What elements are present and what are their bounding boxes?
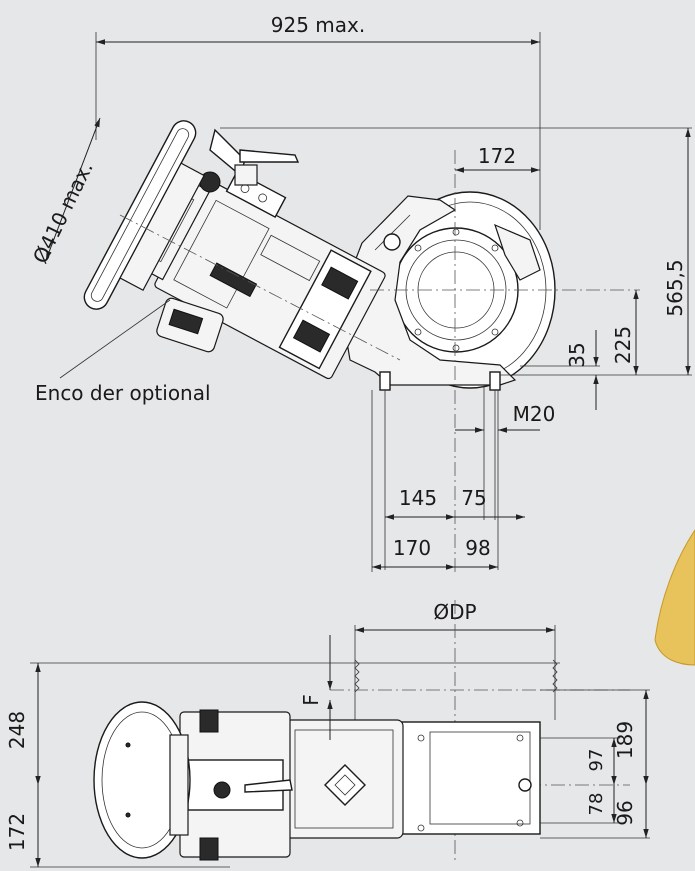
gearbox-housing [339,195,541,386]
label-248: 248 [5,711,29,749]
label-97: 97 [586,749,607,772]
dim-97-78: 97 78 [540,737,620,824]
dim-wheel-diameter: Ø410 max. [28,117,101,268]
label-m20: M20 [513,402,556,426]
label-78: 78 [586,793,607,816]
wheel-accent-shape [654,529,695,666]
encoder-housing [156,297,224,353]
side-view: ØDP [5,600,650,868]
label-172-top: 172 [478,144,516,168]
label-170: 170 [393,536,431,560]
dim-170-98: 170 98 [371,390,498,572]
label-96: 96 [613,800,637,825]
label-225: 225 [611,326,635,364]
dim-35: 35 [520,330,600,410]
dim-145-75: 145 75 [385,486,525,520]
side-steer-wheel [93,701,191,859]
label-encoder: Enco der optional [35,381,211,405]
label-75: 75 [461,486,486,510]
label-wheel-diameter: Ø410 max. [28,158,98,268]
dim-225: 225 [611,290,639,375]
dim-f: F [299,635,333,740]
top-view: 925 max. Ø410 max. 172 565,5 225 [28,13,692,575]
label-172-bottom: 172 [5,813,29,851]
dim-172-top: 172 [455,144,540,173]
label-145: 145 [399,486,437,510]
dim-248-172: 248 172 [5,662,560,868]
drive-wheel-zone: ØDP [354,600,558,720]
mounting-studs [379,371,501,570]
label-35: 35 [565,342,589,367]
label-f: F [299,694,323,706]
label-overall-width: 925 max. [271,13,365,37]
label-98: 98 [465,536,490,560]
label-565: 565,5 [663,259,687,316]
dim-m20: M20 [455,402,556,433]
dim-189-96: 189 96 [540,689,650,839]
centerline-diagonal [119,214,401,361]
encoder-callout: Enco der optional [35,299,211,405]
steer-wheel-disc [83,120,205,310]
logo-diamond [324,764,366,806]
side-gearbox [399,721,541,835]
steering-handle [199,128,300,193]
dim-565: 565,5 [220,127,692,376]
label-189: 189 [613,721,637,759]
